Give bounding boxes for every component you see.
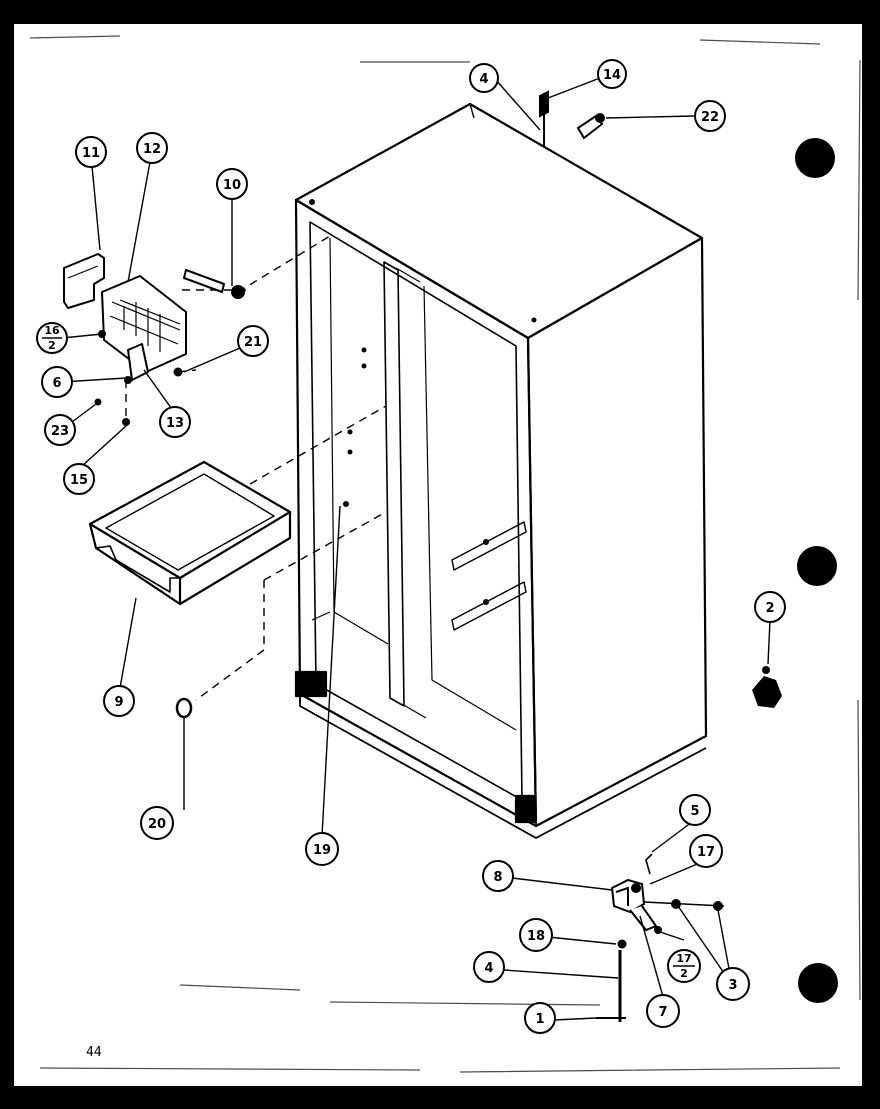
svg-text:19: 19 bbox=[313, 843, 331, 858]
ice-bin bbox=[88, 460, 292, 606]
svg-text:16: 16 bbox=[44, 324, 60, 337]
callout-21: 21 bbox=[237, 325, 269, 357]
grommet-part-20 bbox=[175, 697, 193, 719]
upper-parts bbox=[539, 90, 605, 146]
svg-text:15: 15 bbox=[70, 473, 88, 488]
callout-15: 15 bbox=[63, 463, 95, 495]
icemaker-assembly bbox=[63, 253, 245, 426]
callout-10: 10 bbox=[216, 168, 248, 200]
callout-18: 18 bbox=[519, 918, 553, 952]
svg-text:22: 22 bbox=[701, 110, 719, 125]
callout-7: 7 bbox=[646, 994, 680, 1028]
callout-4-top: 4 bbox=[469, 63, 499, 93]
cabinet-holes bbox=[309, 199, 537, 605]
svg-text:20: 20 bbox=[148, 817, 166, 832]
svg-text:3: 3 bbox=[728, 978, 737, 993]
svg-text:1: 1 bbox=[535, 1012, 544, 1027]
callout-12: 12 bbox=[136, 132, 168, 164]
callout-11: 11 bbox=[75, 136, 107, 168]
svg-text:4: 4 bbox=[479, 72, 488, 87]
svg-text:18: 18 bbox=[527, 929, 545, 944]
callout-5: 5 bbox=[679, 794, 711, 826]
callout-14: 14 bbox=[597, 59, 627, 89]
callout-16-fraction: 16 2 bbox=[36, 322, 68, 354]
svg-text:14: 14 bbox=[603, 68, 621, 83]
svg-text:2: 2 bbox=[48, 339, 56, 352]
callout-9: 9 bbox=[103, 685, 135, 717]
svg-text:2: 2 bbox=[765, 601, 774, 616]
callout-4-bottom: 4 bbox=[473, 951, 505, 983]
svg-text:5: 5 bbox=[690, 804, 699, 819]
page-number: 44 bbox=[86, 1045, 102, 1060]
callout-3: 3 bbox=[716, 967, 750, 1001]
svg-text:17: 17 bbox=[676, 952, 691, 965]
callout-6: 6 bbox=[41, 366, 73, 398]
svg-text:9: 9 bbox=[114, 695, 123, 710]
leader-lines bbox=[61, 77, 771, 1021]
svg-text:2: 2 bbox=[680, 967, 688, 980]
svg-text:8: 8 bbox=[493, 870, 502, 885]
callout-17: 17 bbox=[689, 834, 723, 868]
svg-text:6: 6 bbox=[52, 376, 61, 391]
svg-text:21: 21 bbox=[244, 335, 262, 350]
callout-1: 1 bbox=[524, 1002, 556, 1034]
svg-text:10: 10 bbox=[223, 178, 241, 193]
svg-text:17: 17 bbox=[697, 845, 715, 860]
water-valve-assembly bbox=[596, 853, 725, 1022]
callout-23: 23 bbox=[44, 414, 76, 446]
dashed-assembly-lines bbox=[125, 235, 387, 701]
refrigerator-cabinet bbox=[294, 102, 708, 839]
svg-text:11: 11 bbox=[82, 146, 100, 161]
svg-text:4: 4 bbox=[484, 961, 493, 976]
callout-8: 8 bbox=[482, 860, 514, 892]
punch-hole-top bbox=[795, 138, 835, 178]
scan-noise bbox=[29, 35, 861, 1073]
callout-22: 22 bbox=[694, 100, 726, 132]
punch-hole-bottom bbox=[798, 963, 838, 1003]
callout-2: 2 bbox=[754, 591, 786, 623]
part-2-assembly bbox=[752, 666, 782, 708]
svg-text:12: 12 bbox=[143, 142, 161, 157]
callout-17-fraction: 17 2 bbox=[667, 949, 701, 983]
callout-13: 13 bbox=[159, 406, 191, 438]
svg-text:23: 23 bbox=[51, 424, 69, 439]
svg-text:13: 13 bbox=[166, 416, 184, 431]
callout-19: 19 bbox=[305, 832, 339, 866]
callout-20: 20 bbox=[140, 806, 174, 840]
punch-hole-middle bbox=[797, 546, 837, 586]
svg-text:7: 7 bbox=[658, 1005, 667, 1020]
